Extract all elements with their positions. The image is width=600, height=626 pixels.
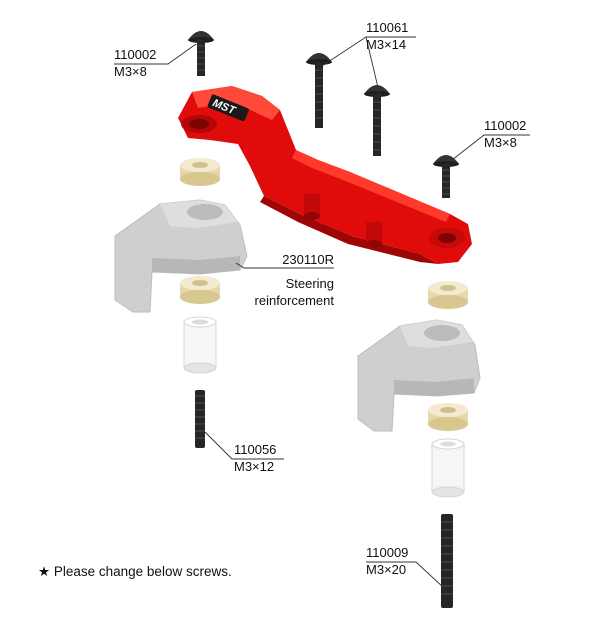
- part-number: 110056: [234, 442, 277, 457]
- washer: [180, 276, 220, 304]
- part-name-line2: reinforcement: [254, 293, 334, 308]
- screw-spec: M3×8: [484, 135, 517, 150]
- callout-110056: 110056 M3×12: [234, 441, 276, 475]
- set-screw: [441, 514, 453, 608]
- screw-spec: M3×12: [234, 459, 275, 474]
- sleeve-right: [431, 438, 465, 498]
- leader-lines: [114, 36, 530, 589]
- screw-spec: M3×20: [366, 562, 407, 577]
- sleeve-left: [183, 316, 217, 374]
- washer: [428, 403, 468, 431]
- washer: [180, 158, 220, 186]
- steering-reinforcement-arm: MST: [178, 86, 472, 264]
- button-head-screw: [364, 85, 390, 156]
- button-head-screw: [188, 31, 214, 76]
- part-number: 230110R: [282, 252, 334, 267]
- button-head-screw: [433, 155, 459, 198]
- part-number: 110002: [484, 118, 527, 133]
- screw-change-note: ★ Please change below screws.: [38, 564, 232, 579]
- set-screw: [195, 390, 205, 448]
- callout-230110r: 230110R: [282, 251, 334, 268]
- steering-post-right: [357, 319, 481, 432]
- callout-steering-reinforcement-name: Steering reinforcement: [244, 275, 334, 309]
- part-number: 110002: [114, 47, 157, 62]
- callout-110061: 110061 M3×14: [366, 19, 408, 53]
- callout-110002-right: 110002 M3×8: [484, 117, 526, 151]
- part-number: 110009: [366, 545, 409, 560]
- steering-post-left: [114, 199, 248, 313]
- screw-spec: M3×8: [114, 64, 147, 79]
- callout-110009: 110009 M3×20: [366, 544, 408, 578]
- washer: [428, 281, 468, 309]
- button-head-screw: [306, 53, 332, 128]
- part-name-line1: Steering: [285, 276, 334, 291]
- callout-110002-top-left: 110002 M3×8: [114, 46, 156, 80]
- screw-spec: M3×14: [366, 37, 407, 52]
- part-number: 110061: [366, 20, 409, 35]
